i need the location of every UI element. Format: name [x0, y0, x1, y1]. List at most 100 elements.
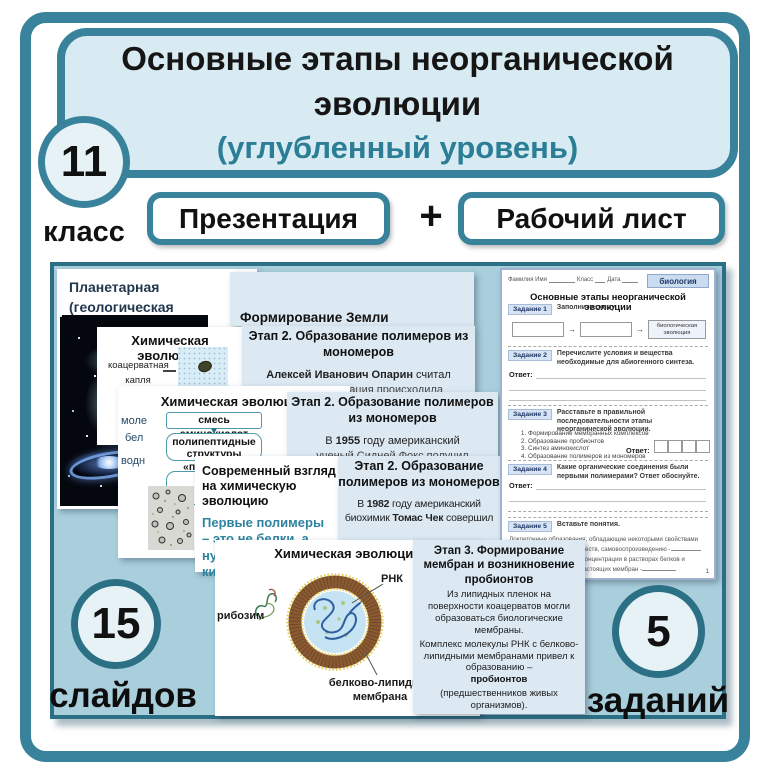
presentation-button[interactable]: Презентация	[147, 192, 390, 245]
task1-row: Задание 1 Заполните схему.	[508, 304, 708, 315]
answer-cell[interactable]	[668, 440, 682, 453]
coacervate-image	[178, 347, 228, 386]
blank	[642, 564, 677, 571]
answer-line[interactable]	[536, 489, 706, 490]
field-date-label: Дата	[607, 277, 621, 283]
worksheet-title: Основные этапы неорганической эволюции	[530, 292, 686, 312]
task3-list: Формирование мембранных комплексов Образ…	[516, 430, 658, 461]
blank	[670, 544, 701, 551]
cut-word-3: водн	[121, 455, 146, 467]
task3-badge: Задание 3	[508, 409, 552, 420]
task3-text: Расставьте в правильной последовательнос…	[556, 409, 653, 434]
task3-item: Формирование мембранных комплексов	[528, 430, 658, 438]
slide-stage2-1982-body: В 1982 году американский биохимик Томас …	[344, 498, 494, 524]
plus-sign: +	[419, 194, 443, 238]
slide-earth-formation-title: Формирование Земли	[240, 310, 389, 325]
coacervate-label: коацерватная капля	[108, 360, 169, 387]
scheme-result-box: биологическая эволюция	[648, 320, 706, 339]
task5-badge: Задание 5	[508, 521, 552, 532]
task4-badge: Задание 4	[508, 464, 552, 475]
separator	[508, 405, 708, 406]
ribozyme-molecule-image	[254, 588, 277, 621]
slides-count-circle: 15	[71, 579, 161, 669]
answer-line[interactable]	[509, 400, 706, 401]
answer-line[interactable]	[509, 390, 706, 391]
tasks-count-circle: 5	[612, 585, 705, 678]
date-blank	[622, 276, 639, 283]
protocell-diagram	[286, 573, 384, 676]
slide-stage3-body3: (предшественников живых организмов).	[440, 688, 558, 711]
task4-answer-label: Ответ:	[509, 481, 533, 490]
name-blank	[548, 276, 575, 283]
slide-stage2-1982: Этап 2. Образование полимеров из мономер…	[338, 456, 500, 545]
grade-number: 11	[60, 137, 108, 186]
task2-answer-label: Ответ:	[509, 370, 533, 379]
separator	[508, 460, 708, 461]
answer-line[interactable]	[536, 378, 706, 379]
slide-stage3-body1: Из липидных пленок на поверхности коацер…	[427, 589, 571, 636]
page-subtitle: (углубленный уровень)	[216, 130, 579, 166]
task1-text: Заполните схему.	[556, 304, 617, 311]
task3-item: Синтез аминокислот	[528, 445, 658, 453]
rna-label: РНК	[381, 573, 403, 585]
answer-cell[interactable]	[696, 440, 710, 453]
slides-count: 15	[91, 599, 141, 648]
task1-badge: Задание 1	[508, 304, 552, 315]
cut-word-1: моле	[121, 415, 147, 427]
scheme-box-1	[512, 322, 564, 337]
planet-core	[93, 456, 125, 469]
slide-stage2-1955-body: В 1955 году американский	[325, 435, 460, 448]
slide-chem-flowchart-title: Химическая эволюция	[160, 394, 308, 409]
flow-box-aminoacids: смесь аминокислот	[166, 412, 262, 440]
task4-row: Задание 4 Какие органические соединения …	[508, 464, 710, 481]
field-class-label: Класс	[576, 277, 594, 283]
pointer-line	[163, 370, 176, 372]
class-blank	[595, 276, 606, 283]
ribozyme-label: рибозим	[217, 610, 265, 622]
slide-stage2-oparin-title: Этап 2. Образование полимеров из мономер…	[248, 329, 469, 359]
task5-text: Вставьте понятия.	[556, 521, 620, 528]
task2-row: Задание 2 Перечислите условия и вещества…	[508, 350, 708, 367]
page-title-line1: Основные этапы неорганической	[121, 40, 674, 78]
task4-text: Какие органические соединения были первы…	[556, 464, 700, 480]
title-box: Основные этапы неорганической эволюции (…	[57, 28, 738, 178]
tasks-count-label: заданий	[586, 681, 730, 720]
slide-stage3-title: Этап 3. Формирование мембран и возникнов…	[423, 545, 575, 586]
slide-stage2-oparin: Этап 2. Образование полимеров из мономер…	[242, 326, 475, 394]
task1-scheme: → → биологическая эволюция	[512, 320, 710, 339]
slide-stage2-1982-title: Этап 2. Образование полимеров из мономер…	[338, 459, 500, 489]
subject-badge: биология	[647, 274, 709, 288]
task3-answer-label: Ответ:	[626, 446, 650, 455]
answer-line[interactable]	[509, 501, 706, 502]
task5-row: Задание 5 Вставьте понятия.	[508, 521, 710, 532]
slide-stage3: Этап 3. Формирование мембран и возникнов…	[413, 540, 585, 714]
page-number: 1	[705, 568, 709, 575]
slides-count-label: слайдов	[49, 676, 197, 715]
slide-stage3-body2: Комплекс молекулы РНК с белково-липидным…	[419, 638, 579, 674]
answer-cell[interactable]	[682, 440, 696, 453]
slide-modern-view-title: Современный взгляд на химическую эволюци…	[202, 464, 336, 508]
coacervate-droplet	[196, 359, 214, 374]
slide-stage2-oparin-body: Алексей Иванович Опарин считал	[266, 369, 451, 382]
slide-stage2-1955: Этап 2. Образование полимеров из мономер…	[287, 392, 498, 460]
task5-fragment3: шенной концентрации в растворах белков и	[558, 556, 685, 563]
task3-answer-cells	[654, 440, 710, 453]
worksheet-button[interactable]: Рабочий лист	[458, 192, 725, 245]
down-arrow-icon: ▼	[209, 426, 219, 437]
separator	[508, 346, 708, 347]
field-name-label: Фамилия Имя	[508, 277, 547, 283]
task3-item: Образование пробионтов	[528, 438, 658, 446]
answer-cell[interactable]	[654, 440, 668, 453]
task2-badge: Задание 2	[508, 350, 552, 361]
page-title-line2: эволюции	[313, 84, 482, 122]
separator	[508, 517, 708, 518]
cut-box-text: «п	[183, 461, 196, 473]
slide-stage2-1955-cut-line: ученый Сидней Фокс получил	[287, 450, 498, 460]
separator	[508, 511, 708, 512]
slide-earth-formation: Формирование Земли	[230, 272, 474, 326]
stars-decor	[60, 315, 62, 317]
worksheet-header-fields: Фамилия Имя Класс Дата	[508, 276, 644, 283]
task5-fragment2: ществ, самовоспроизведению -	[580, 544, 701, 553]
worksheet-page: Фамилия Имя Класс Дата биология Основные…	[500, 268, 716, 580]
